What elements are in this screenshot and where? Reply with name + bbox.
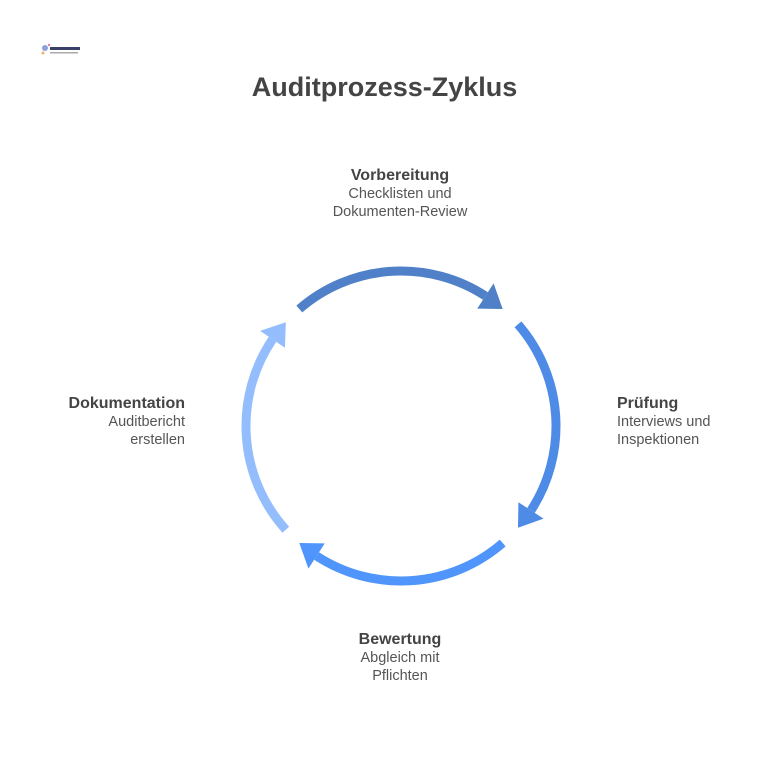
step-desc-1: Abgleich mit — [360, 650, 440, 666]
step-desc-1: Checklisten und — [348, 186, 452, 202]
arrowhead-icon — [299, 542, 325, 569]
step-desc-1: Interviews und — [617, 414, 711, 430]
arrow-pruefung-to-bewertung — [514, 321, 561, 513]
step-title: Bewertung — [358, 631, 442, 648]
step-desc-2: erstellen — [130, 432, 185, 448]
arrow-bewertung-to-dokumentation — [314, 539, 506, 586]
arrowhead-icon — [517, 502, 544, 528]
company-logo — [41, 43, 80, 55]
step-desc-2: Dokumenten-Review — [332, 204, 468, 220]
arrowhead-icon — [477, 283, 503, 310]
step-vorbereitung: Vorbereitung Checklisten und Dokumenten-… — [300, 167, 500, 221]
step-dokumentation: Dokumentation Auditbericht erstellen — [69, 395, 185, 449]
step-desc-2: Pflichten — [372, 668, 428, 684]
step-bewertung: Bewertung Abgleich mit Pflichten — [300, 631, 500, 685]
arrow-vorbereitung-to-pruefung — [296, 266, 488, 313]
step-desc-2: Inspektionen — [617, 432, 700, 448]
arrow-dokumentation-to-vorbereitung — [241, 336, 290, 533]
step-title: Dokumentation — [68, 395, 185, 412]
step-title: Prüfung — [617, 395, 679, 412]
step-pruefung: Prüfung Interviews und Inspektionen — [617, 395, 711, 449]
step-title: Vorbereitung — [350, 167, 450, 184]
diagram-title: Auditprozess-Zyklus — [251, 72, 518, 102]
step-desc-1: Auditbericht — [108, 414, 185, 430]
arrowhead-icon — [260, 322, 286, 348]
